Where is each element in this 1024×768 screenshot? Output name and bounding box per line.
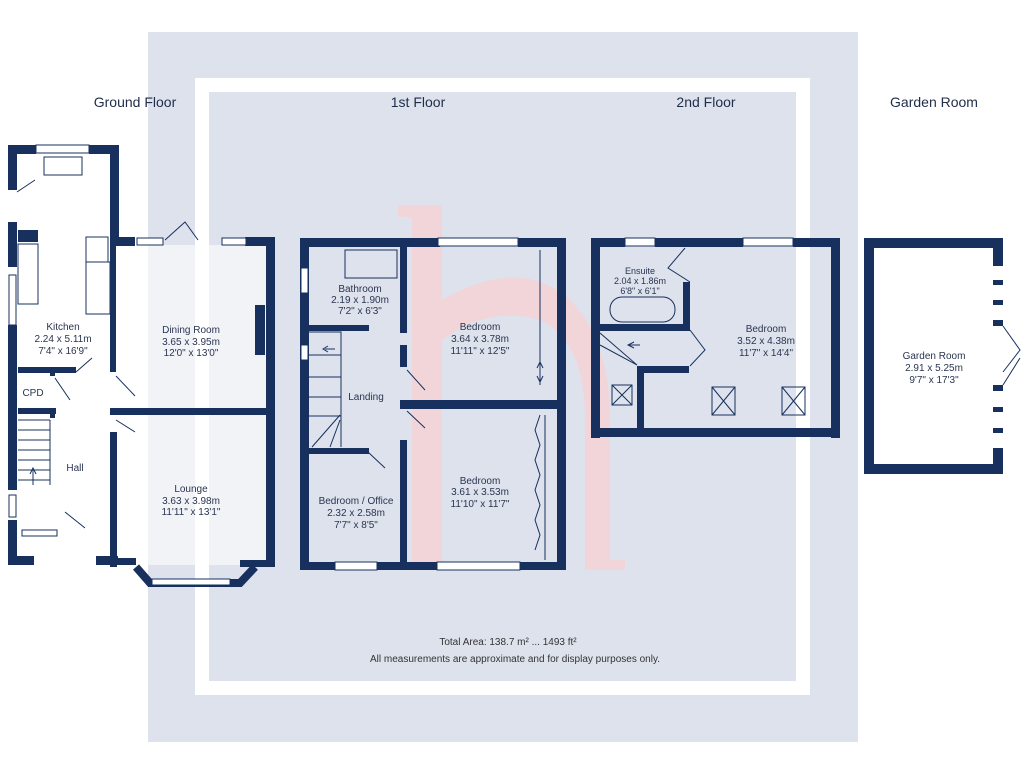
bedroom-3-label: Bedroom bbox=[746, 324, 787, 335]
watermark-logo-icon bbox=[398, 205, 625, 570]
bedroom-3-metric: 3.52 x 4.38m bbox=[737, 336, 795, 347]
ensuite-label: Ensuite bbox=[625, 266, 655, 276]
ground-floor-plan: Kitchen 2.24 x 5.11m 7'4" x 16'9" Dining… bbox=[8, 144, 275, 587]
lounge-imperial: 11'11" x 13'1" bbox=[162, 507, 221, 518]
first-floor-title: 1st Floor bbox=[391, 94, 446, 110]
office-imperial: 7'7" x 8'5" bbox=[334, 520, 378, 531]
dining-room-label: Dining Room bbox=[162, 325, 220, 336]
hall-label: Hall bbox=[66, 463, 83, 474]
disclaimer: All measurements are approximate and for… bbox=[370, 654, 660, 665]
dining-room-imperial: 12'0" x 13'0" bbox=[164, 348, 219, 359]
bathroom-metric: 2.19 x 1.90m bbox=[331, 295, 389, 306]
bedroom-1-metric: 3.64 x 3.78m bbox=[451, 334, 509, 345]
first-floor-plan: Bathroom 2.19 x 1.90m 7'2" x 6'3" Bedroo… bbox=[300, 237, 566, 571]
kitchen-label: Kitchen bbox=[46, 322, 79, 333]
landing-label: Landing bbox=[348, 392, 384, 403]
garden-room-metric: 2.91 x 5.25m bbox=[905, 363, 963, 374]
ensuite-metric: 2.04 x 1.86m bbox=[614, 276, 666, 286]
bathroom-label: Bathroom bbox=[338, 284, 381, 295]
lounge-label: Lounge bbox=[174, 484, 208, 495]
bedroom-2-imperial: 11'10" x 11'7" bbox=[451, 499, 510, 510]
bedroom-3-imperial: 11'7" x 14'4" bbox=[739, 348, 794, 359]
second-floor-title: 2nd Floor bbox=[676, 94, 735, 110]
garden-room-imperial: 9'7" x 17'3" bbox=[909, 375, 959, 386]
office-metric: 2.32 x 2.58m bbox=[327, 508, 385, 519]
kitchen-imperial: 7'4" x 16'9" bbox=[38, 346, 88, 357]
garden-room-label: Garden Room bbox=[903, 351, 966, 362]
ensuite-imperial: 6'8" x 6'1" bbox=[620, 286, 659, 296]
garden-room-plan: Garden Room 2.91 x 5.25m 9'7" x 17'3" bbox=[864, 238, 1021, 474]
bathroom-imperial: 7'2" x 6'3" bbox=[338, 306, 382, 317]
dining-room-metric: 3.65 x 3.95m bbox=[162, 337, 220, 348]
ground-floor-title: Ground Floor bbox=[94, 94, 177, 110]
bedroom-2-metric: 3.61 x 3.53m bbox=[451, 487, 509, 498]
lounge-metric: 3.63 x 3.98m bbox=[162, 496, 220, 507]
office-label: Bedroom / Office bbox=[319, 496, 394, 507]
bedroom-2-label: Bedroom bbox=[460, 476, 501, 487]
garden-room-title: Garden Room bbox=[890, 94, 978, 110]
cpd-label: CPD bbox=[22, 388, 43, 399]
kitchen-metric: 2.24 x 5.11m bbox=[34, 334, 91, 345]
second-floor-plan: Ensuite 2.04 x 1.86m 6'8" x 6'1" Bedroom… bbox=[591, 237, 840, 438]
bedroom-1-label: Bedroom bbox=[460, 322, 501, 333]
total-area: Total Area: 138.7 m² ... 1493 ft² bbox=[439, 637, 577, 648]
bedroom-1-imperial: 11'11" x 12'5" bbox=[451, 346, 510, 357]
